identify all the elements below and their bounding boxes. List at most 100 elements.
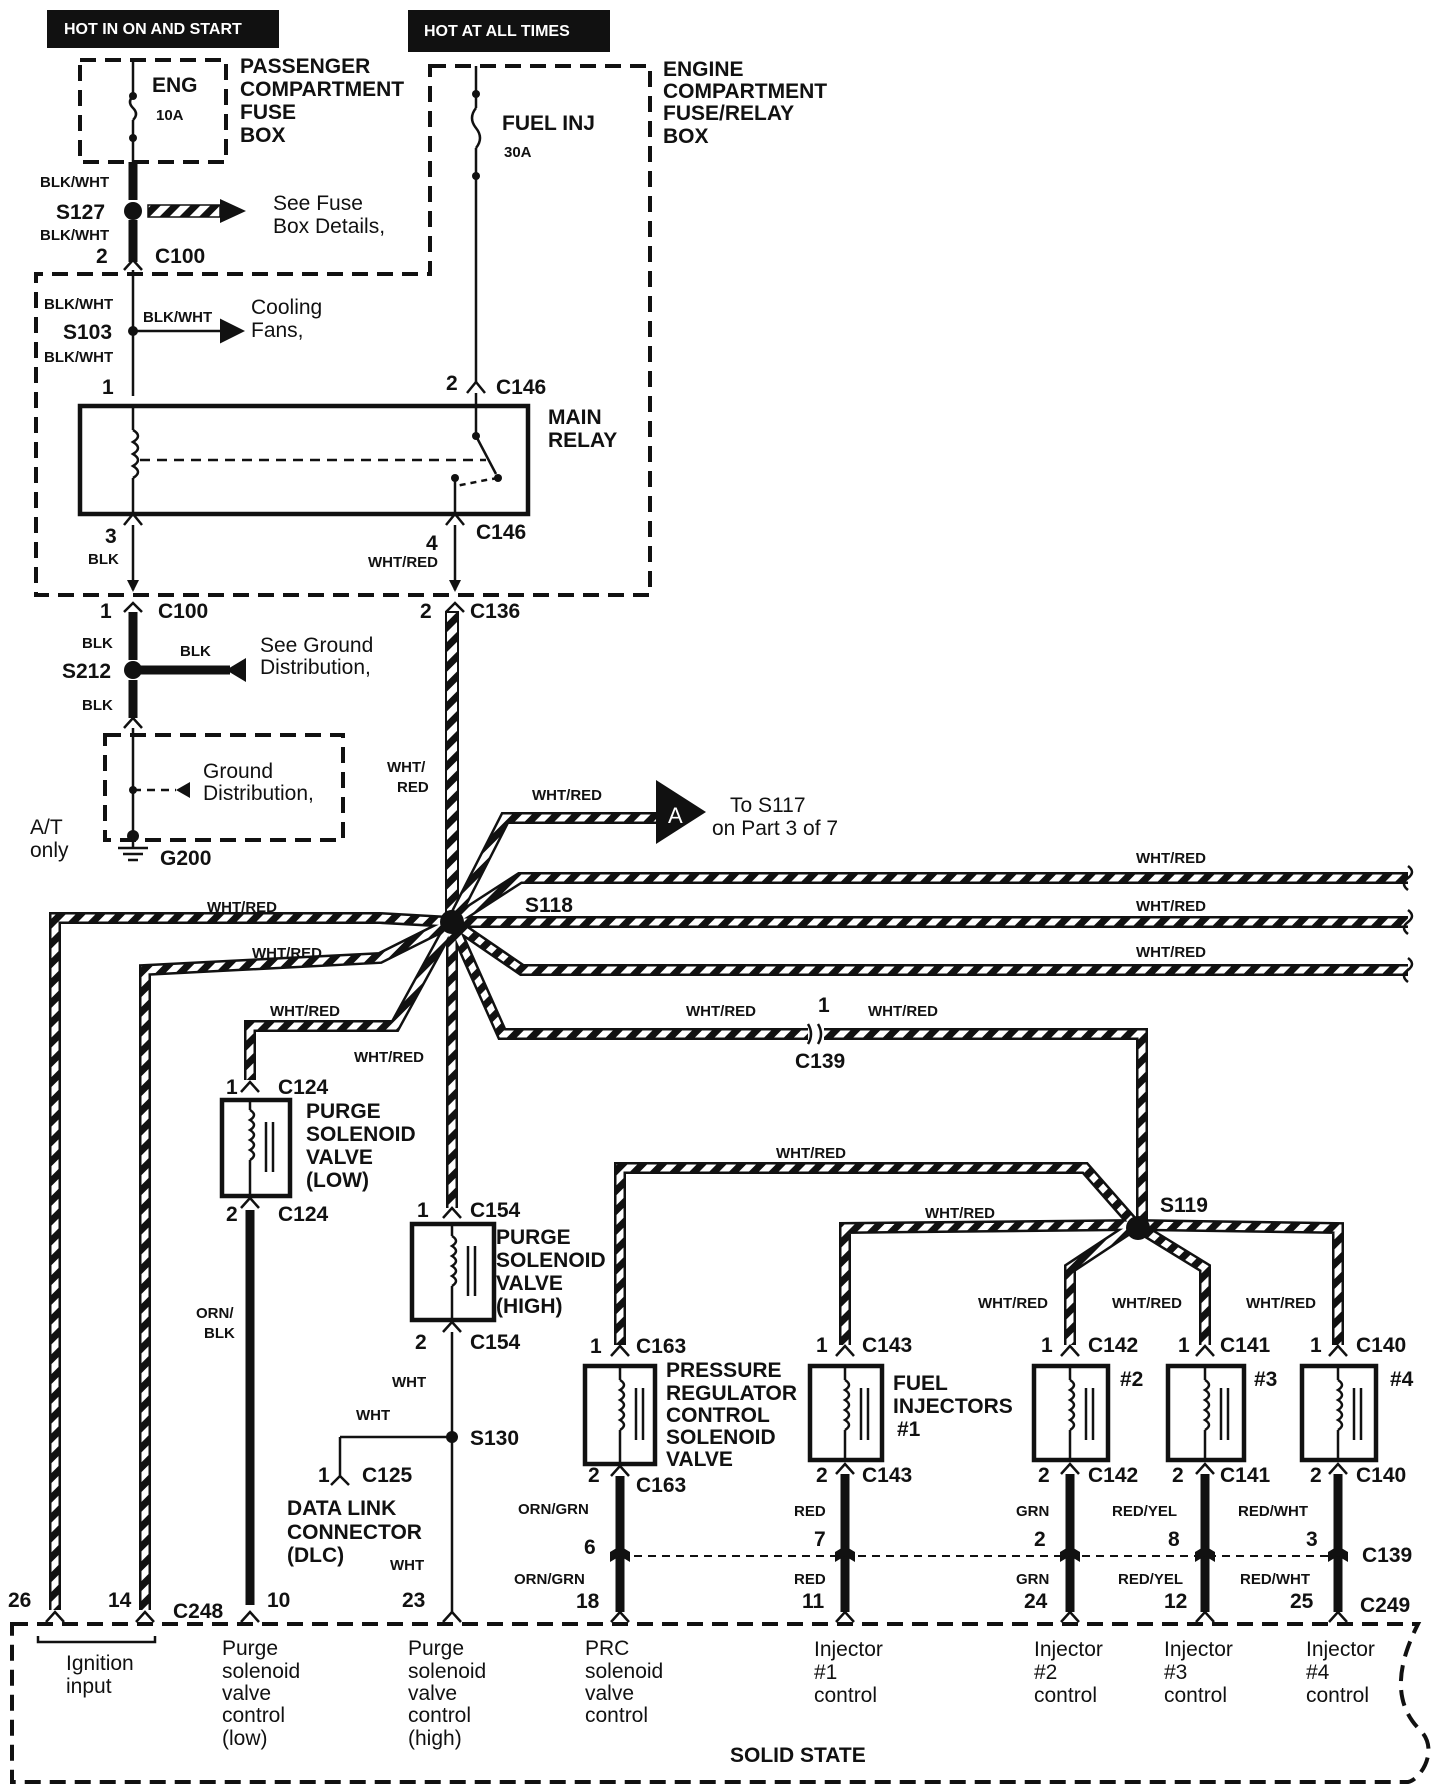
wire-label-trunk-1: WHT/ bbox=[387, 759, 426, 776]
note-at-only-1: A/T bbox=[30, 816, 63, 839]
wire-label-blk-wht-2: BLK/WHT bbox=[40, 227, 109, 244]
wire-label-red-wht-2: RED/WHT bbox=[1240, 1571, 1310, 1588]
connector-c143-top bbox=[835, 1344, 855, 1357]
connector-c142-label-top: C142 bbox=[1088, 1334, 1138, 1357]
note-see-ground-1: See Ground bbox=[260, 634, 373, 657]
pin-c142-2: 2 bbox=[1038, 1464, 1050, 1487]
svg-text:PASSENGER: PASSENGER bbox=[240, 55, 370, 78]
connector-c124-label-bottom: C124 bbox=[278, 1203, 329, 1226]
svg-text:(HIGH): (HIGH) bbox=[496, 1295, 563, 1318]
splice-s212 bbox=[124, 661, 142, 679]
pin-c154-2: 2 bbox=[415, 1331, 427, 1354]
wire-break-icons bbox=[1402, 865, 1414, 983]
fuel-inj-fuse-name: FUEL INJ bbox=[502, 112, 595, 135]
wire-label-blk-wht-4: BLK/WHT bbox=[44, 349, 113, 366]
solenoid-coil-icon bbox=[1067, 1366, 1095, 1460]
wire-label-left-26: WHT/RED bbox=[207, 899, 277, 916]
svg-text:FUSE: FUSE bbox=[240, 101, 296, 124]
c139-pins bbox=[610, 1546, 1348, 1562]
arrow-a-label: A bbox=[668, 803, 683, 828]
note-to-s117-1: To S117 bbox=[730, 794, 806, 817]
connector-c142-top bbox=[1060, 1344, 1080, 1357]
solenoid-coil-icon bbox=[449, 1224, 477, 1320]
eng-fuse-name: ENG bbox=[152, 74, 198, 97]
wire-label-blk-wht-3: BLK/WHT bbox=[44, 296, 113, 313]
svg-text:BOX: BOX bbox=[663, 125, 709, 148]
eng-fuse: ENG 10A bbox=[128, 60, 198, 162]
pin-c136-2: 2 bbox=[420, 600, 432, 623]
ecm-pin-markers bbox=[45, 1610, 1348, 1623]
purge-solenoid-low bbox=[219, 1097, 293, 1199]
svg-text:ENGINE: ENGINE bbox=[663, 58, 744, 81]
svg-text:CONTROL: CONTROL bbox=[666, 1404, 770, 1427]
connector-c141-label-top: C141 bbox=[1220, 1334, 1271, 1357]
svg-text:#3: #3 bbox=[1164, 1661, 1187, 1684]
connector-c140-top bbox=[1328, 1344, 1348, 1357]
pin-c140-1: 1 bbox=[1310, 1334, 1322, 1357]
wire-label-cooling: BLK/WHT bbox=[143, 309, 212, 326]
pin-c163-1: 1 bbox=[590, 1335, 602, 1358]
pin-c248-26: 26 bbox=[8, 1589, 31, 1612]
pin-c248-10: 10 bbox=[267, 1589, 290, 1612]
connector-c136 bbox=[445, 601, 465, 613]
svg-text:valve: valve bbox=[222, 1682, 271, 1705]
connector-c163-label-top: C163 bbox=[636, 1335, 686, 1358]
pin-c124-1: 1 bbox=[226, 1076, 238, 1099]
s119-branches-hatch bbox=[616, 1164, 1342, 1345]
wire-wht-red-trunk bbox=[445, 611, 459, 913]
splice-s103-label: S103 bbox=[63, 321, 112, 344]
ecm-ignition-label: Ignition input bbox=[66, 1652, 134, 1698]
pin-c124-2: 2 bbox=[226, 1203, 238, 1226]
svg-text:control: control bbox=[1034, 1684, 1097, 1707]
connector-c100-bottom bbox=[123, 601, 143, 613]
pin-c249-12: 12 bbox=[1164, 1590, 1187, 1613]
svg-text:INJECTORS: INJECTORS bbox=[893, 1395, 1013, 1418]
svg-text:valve: valve bbox=[408, 1682, 457, 1705]
wire-label-red-2: RED bbox=[794, 1571, 826, 1588]
svg-text:solenoid: solenoid bbox=[222, 1660, 300, 1683]
ecm-inj1-label: Injector #1 control bbox=[814, 1638, 883, 1707]
pin-c143-1: 1 bbox=[816, 1334, 828, 1357]
pin-c100-1: 1 bbox=[100, 600, 112, 623]
pin-c248-14: 14 bbox=[108, 1589, 132, 1612]
solenoid-coil-icon bbox=[1335, 1366, 1363, 1460]
connector-c140-label-bottom: C140 bbox=[1356, 1464, 1406, 1487]
purge-high-label: PURGE SOLENOID VALVE (HIGH) bbox=[496, 1226, 606, 1318]
pin-c139-6: 6 bbox=[584, 1536, 596, 1559]
pin-c141-2: 2 bbox=[1172, 1464, 1184, 1487]
svg-text:(low): (low) bbox=[222, 1727, 268, 1750]
wire-label-wht-3: WHT bbox=[390, 1557, 424, 1574]
wire-label-wht-red-relay: WHT/RED bbox=[368, 554, 438, 571]
svg-text:solenoid: solenoid bbox=[585, 1660, 663, 1683]
main-relay-coil bbox=[130, 406, 140, 514]
svg-text:CONNECTOR: CONNECTOR bbox=[287, 1521, 422, 1544]
ecm-solid-state-title: SOLID STATE bbox=[730, 1744, 866, 1767]
connector-c248-label: C248 bbox=[173, 1600, 224, 1623]
splice-s118-label: S118 bbox=[525, 894, 573, 917]
ignition-bracket bbox=[36, 1636, 157, 1644]
svg-text:Purge: Purge bbox=[222, 1637, 278, 1660]
connector-c143-label-bottom: C143 bbox=[862, 1464, 912, 1487]
solenoid-coil-icon bbox=[842, 1366, 870, 1460]
header-hot-on-start: HOT IN ON AND START bbox=[47, 10, 279, 48]
connector-c154-label-top: C154 bbox=[470, 1199, 521, 1222]
pin-main-relay-2: 2 bbox=[446, 372, 458, 395]
svg-text:control: control bbox=[222, 1704, 285, 1727]
wire-label-purge-low: WHT/RED bbox=[270, 1003, 340, 1020]
svg-text:#2: #2 bbox=[1034, 1661, 1057, 1684]
wire-label-blk-relay: BLK bbox=[88, 551, 119, 568]
connector-c100-label-bottom: C100 bbox=[158, 600, 208, 623]
svg-text:MAIN: MAIN bbox=[548, 406, 602, 429]
svg-text:control: control bbox=[585, 1704, 648, 1727]
svg-text:Injector: Injector bbox=[1034, 1638, 1103, 1661]
ecm-solid-state-outline bbox=[10, 1622, 1431, 1784]
pin-c143-2: 2 bbox=[816, 1464, 828, 1487]
wire-label-s119-inj4: WHT/RED bbox=[1246, 1295, 1316, 1312]
note-cooling-fans-2: Fans, bbox=[251, 319, 304, 342]
wire-label-orn-blk-1: ORN/ bbox=[196, 1305, 234, 1322]
pin-c154-1: 1 bbox=[417, 1199, 429, 1222]
connector-c146-bottom-left bbox=[123, 512, 143, 526]
svg-text:#1: #1 bbox=[814, 1661, 837, 1684]
svg-text:REGULATOR: REGULATOR bbox=[666, 1382, 797, 1405]
